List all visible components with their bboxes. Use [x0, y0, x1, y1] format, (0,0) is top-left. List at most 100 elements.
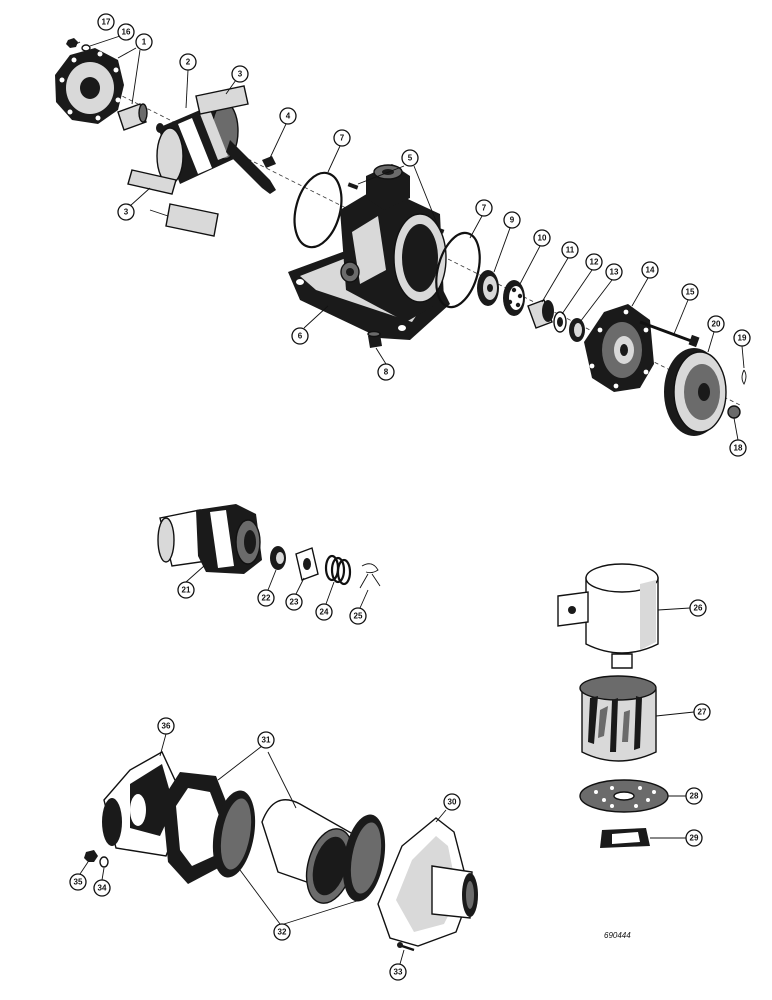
callout-8: 8: [377, 363, 395, 381]
part-10-bearing: [503, 280, 525, 316]
svg-text:20: 20: [712, 320, 721, 329]
part-4-key: [262, 156, 276, 168]
part-32-screen-right: [342, 814, 386, 902]
part-34-lock-washer: [99, 856, 109, 868]
callout-20: 20: [707, 315, 725, 333]
svg-text:4: 4: [286, 112, 291, 121]
part-3-vane-mid: [127, 169, 177, 195]
callout-16: 16: [117, 23, 135, 41]
callout-28: 28: [685, 787, 703, 805]
callout-3-top: 3: [231, 65, 249, 83]
part-29-gasket: [600, 828, 650, 848]
svg-text:28: 28: [690, 792, 699, 801]
callout-6: 6: [291, 327, 309, 345]
breather-filter-assembly: [557, 563, 669, 848]
callout-7-left: 7: [333, 129, 351, 147]
part-7-o-ring-right: [435, 231, 481, 309]
part-1-bushing: [117, 103, 148, 131]
callout-11: 11: [561, 241, 579, 259]
part-3-vane-top: [195, 85, 249, 115]
leader-lines: [75, 35, 745, 965]
part-19-cotter-pin: [741, 369, 747, 385]
svg-text:27: 27: [698, 708, 707, 717]
svg-text:3: 3: [124, 208, 129, 217]
callout-1: 1: [135, 33, 153, 51]
callout-17: 17: [97, 13, 115, 31]
callout-21: 21: [177, 581, 195, 599]
callout-34: 34: [93, 879, 111, 897]
callout-35: 35: [69, 873, 87, 891]
callout-23: 23: [285, 593, 303, 611]
part-21-valve-body: [157, 504, 262, 574]
svg-text:23: 23: [290, 598, 299, 607]
svg-text:24: 24: [320, 608, 329, 617]
check-valve-assembly: [157, 504, 381, 589]
callouts: 17 16 1 2 3 4 7 5 7 9 10 11 12 13 14 15 …: [69, 13, 751, 981]
callout-19: 19: [733, 329, 751, 347]
svg-text:25: 25: [354, 612, 363, 621]
callout-30: 30: [443, 793, 461, 811]
callout-12: 12: [585, 253, 603, 271]
callout-27: 27: [693, 703, 711, 721]
callout-2: 2: [179, 53, 197, 71]
reference-number: 690444: [604, 931, 631, 940]
part-11-spacer: [527, 299, 554, 329]
callout-31: 31: [257, 731, 275, 749]
svg-text:3: 3: [238, 70, 243, 79]
part-2-rotor: [156, 102, 276, 194]
callout-4: 4: [279, 107, 297, 125]
callout-13: 13: [605, 263, 623, 281]
callout-33: 33: [389, 963, 407, 981]
svg-text:34: 34: [98, 884, 107, 893]
end-cover-left: [55, 48, 124, 124]
svg-text:13: 13: [610, 268, 619, 277]
part-23-plate: [295, 547, 319, 581]
svg-text:33: 33: [394, 968, 403, 977]
svg-text:1: 1: [142, 38, 147, 47]
water-pump-assembly: [55, 38, 747, 436]
air-cleaner-assembly: [84, 751, 478, 952]
part-28-perforated-disc: [579, 779, 669, 813]
svg-text:5: 5: [408, 154, 413, 163]
part-32-screen-left: [212, 790, 256, 878]
callout-10: 10: [533, 229, 551, 247]
svg-text:2: 2: [186, 58, 191, 67]
part-6-pump-body: [288, 164, 450, 340]
svg-text:14: 14: [646, 266, 655, 275]
callout-14: 14: [641, 261, 659, 279]
part-20-pulley: [664, 348, 727, 436]
svg-text:9: 9: [510, 216, 515, 225]
callout-3-bottom: 3: [117, 203, 135, 221]
svg-text:21: 21: [182, 586, 191, 595]
svg-text:15: 15: [686, 288, 695, 297]
svg-text:10: 10: [538, 234, 547, 243]
part-26-breather-cap: [557, 563, 659, 669]
svg-text:30: 30: [448, 798, 457, 807]
callout-7-right: 7: [475, 199, 493, 217]
svg-text:35: 35: [74, 878, 83, 887]
svg-text:31: 31: [262, 736, 271, 745]
svg-text:22: 22: [262, 594, 271, 603]
callout-24: 24: [315, 603, 333, 621]
svg-text:19: 19: [738, 334, 747, 343]
part-35-nut: [84, 850, 98, 862]
svg-text:8: 8: [384, 368, 389, 377]
callout-5: 5: [401, 149, 419, 167]
svg-text:7: 7: [482, 204, 487, 213]
svg-text:6: 6: [298, 332, 303, 341]
part-9-seal-plate: [477, 270, 499, 306]
svg-text:26: 26: [694, 604, 703, 613]
callout-26: 26: [689, 599, 707, 617]
svg-text:16: 16: [122, 28, 131, 37]
svg-text:32: 32: [278, 928, 287, 937]
svg-text:17: 17: [102, 18, 111, 27]
part-27-filter-element: [579, 675, 657, 762]
part-24-spring: [324, 554, 352, 586]
part-14-end-cover-right: [584, 304, 654, 392]
part-7-o-ring-left: [293, 171, 343, 249]
part-17-nut: [66, 38, 78, 48]
part-33-screw: [397, 942, 415, 952]
callout-32: 32: [273, 923, 291, 941]
svg-text:36: 36: [162, 722, 171, 731]
part-30-outlet-cover: [377, 817, 478, 947]
